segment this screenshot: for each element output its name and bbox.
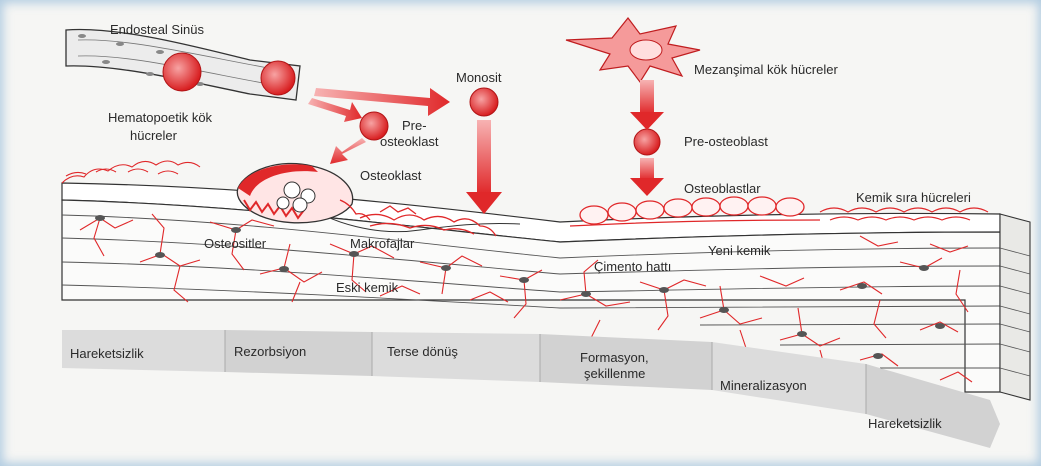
label-cimento-hatti: Çimento hattı [594, 259, 671, 274]
stage-label: Terse dönüş [387, 344, 458, 359]
arrow-sinus-to-preosteoklast [308, 98, 362, 122]
stage-label: Formasyon, [580, 350, 649, 365]
arrow-preosteoblast-to-osteoblast [630, 158, 664, 196]
arrow-preosteoklast-to-osteoklast [330, 138, 366, 164]
label-mezensimal: Mezanşimal kök hücreler [694, 62, 838, 77]
stage-label-line2: şekillenme [584, 366, 645, 381]
monosit-cell [470, 88, 498, 116]
pre-osteoblast-cell [634, 129, 660, 155]
stage-label: Hareketsizlik [70, 346, 144, 361]
stage-label: Hareketsizlik [868, 416, 942, 431]
label-hsc-line1: Hematopoetik kök [108, 110, 213, 125]
label-pre-osteoblast: Pre-osteoblast [684, 134, 768, 149]
mesenchymal-stem-cell [566, 18, 700, 82]
label-osteoklast: Osteoklast [360, 168, 422, 183]
label-osteoblastlar: Osteoblastlar [684, 181, 761, 196]
label-pre-osteoklast-line2: osteoklast [380, 134, 439, 149]
lining-cells-left [62, 161, 200, 183]
label-monosit: Monosit [456, 70, 502, 85]
endosteal-sinus [66, 30, 300, 100]
label-eski-kemik: Eski kemik [336, 280, 399, 295]
label-hsc-line2: hücreler [130, 128, 178, 143]
arrow-msc-to-preosteoblast [630, 80, 664, 130]
stage-label: Rezorbsiyon [234, 344, 306, 359]
label-osteositler: Osteositler [204, 236, 267, 251]
stage-bands [62, 330, 1000, 448]
arrow-monosit-to-macrophages [466, 120, 502, 214]
label-makrofajlar: Makrofajlar [350, 236, 415, 251]
stage-label: Mineralizasyon [720, 378, 807, 393]
label-endosteal-sinus: Endosteal Sinüs [110, 22, 204, 37]
label-yeni-kemik: Yeni kemik [708, 243, 771, 258]
label-kemik-sira: Kemik sıra hücreleri [856, 190, 971, 205]
label-pre-osteoklast-line1: Pre- [402, 118, 427, 133]
